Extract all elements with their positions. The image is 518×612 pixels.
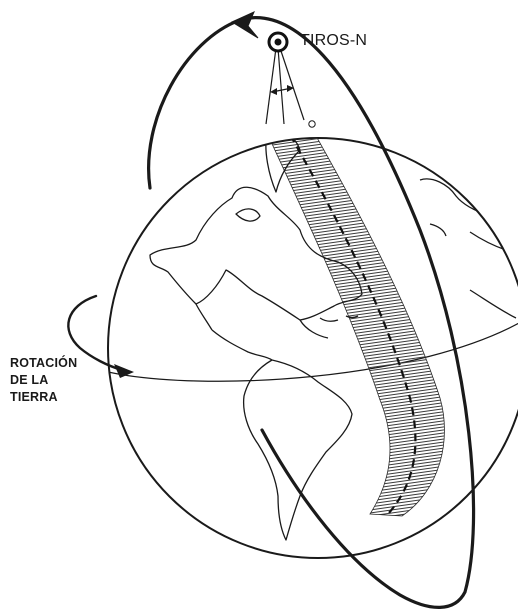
rotation-label-line-3: TIERRA bbox=[10, 389, 77, 406]
satellite-icon bbox=[269, 33, 287, 51]
rotation-label-line-1: ROTACIÓN bbox=[10, 355, 77, 372]
earth-rotation-label: ROTACIÓN DE LA TIERRA bbox=[10, 355, 77, 406]
rotation-label-line-2: DE LA bbox=[10, 372, 77, 389]
subsatellite-marker bbox=[309, 121, 315, 127]
satellite-name-label: TIROS-N bbox=[300, 32, 367, 50]
sensor-field-of-view bbox=[266, 48, 304, 124]
arrowhead-icon bbox=[232, 12, 258, 38]
